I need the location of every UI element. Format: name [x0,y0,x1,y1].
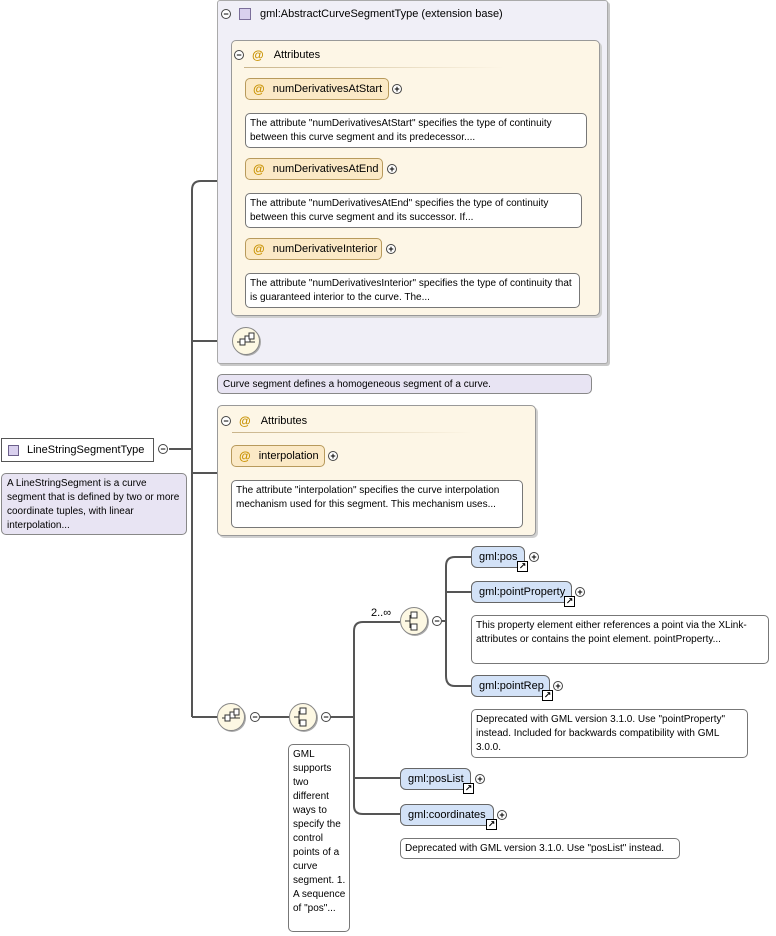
attribute-name: numDerivativeInterior [272,243,378,255]
inherited-attributes-header: − @ Attributes [234,48,320,62]
attribute-numDerivativeInterior[interactable]: @ numDerivativeInterior [245,238,382,260]
reference-link-icon[interactable]: ↗ [486,819,497,830]
inner-choice-compositor[interactable] [400,607,428,635]
sequence-icon [222,708,240,722]
collapse-extension-button[interactable]: − [221,9,231,19]
attribute-name: interpolation [258,450,319,462]
attribute-documentation: The attribute "numDerivativesInterior" s… [245,273,580,308]
attribute-numDerivativesAtStart[interactable]: @ numDerivativesAtStart [245,78,389,100]
attribute-icon: @ [253,82,265,96]
element-documentation: This property element either references … [471,615,769,664]
complex-type-icon [8,444,19,456]
expand-element-button[interactable]: + [497,810,507,820]
attributes-label: Attributes [273,49,321,61]
choice-compositor[interactable] [289,703,317,731]
complex-type-icon [239,8,251,20]
reference-link-icon[interactable]: ↗ [517,561,528,572]
element-gml-pointRep[interactable]: gml:pointRep [471,675,550,697]
attribute-icon: @ [239,449,251,463]
attribute-numDerivativesAtEnd[interactable]: @ numDerivativesAtEnd [245,158,383,180]
attribute-documentation: The attribute "interpolation" specifies … [231,480,523,528]
choice-documentation: GML supports two different ways to speci… [288,744,350,932]
attribute-icon: @ [253,162,265,176]
expand-attribute-button[interactable]: + [392,84,402,94]
reference-link-icon[interactable]: ↗ [463,783,474,794]
expand-attribute-button[interactable]: + [387,164,397,174]
root-type-box[interactable]: LineStringSegmentType [1,438,154,462]
header-divider [232,432,472,433]
attribute-name: numDerivativesAtEnd [272,163,379,175]
extension-header: − gml:AbstractCurveSegmentType (extensio… [221,8,503,20]
attributes-header: − @ Attributes [221,414,307,428]
reference-link-icon[interactable]: ↗ [564,596,575,607]
element-name: gml:pointProperty [479,586,566,598]
reference-link-icon[interactable]: ↗ [542,690,553,701]
collapse-choice-button[interactable]: − [321,712,331,722]
attribute-documentation: The attribute "numDerivativesAtEnd" spec… [245,193,582,228]
collapse-attributes-button[interactable]: − [221,416,231,426]
attribute-icon: @ [239,414,251,428]
collapse-inner-choice-button[interactable]: − [432,616,442,626]
expand-element-button[interactable]: + [475,774,485,784]
collapse-root-button[interactable]: − [158,444,168,454]
attribute-icon: @ [252,48,264,62]
sequence-compositor[interactable] [232,327,260,355]
root-documentation: A LineStringSegment is a curve segment t… [1,473,187,535]
element-documentation: Deprecated with GML version 3.1.0. Use "… [400,838,680,859]
attribute-documentation: The attribute "numDerivativesAtStart" sp… [245,113,587,148]
extension-header-label: gml:AbstractCurveSegmentType (extension … [260,8,503,20]
element-gml-posList[interactable]: gml:posList [400,768,471,790]
element-gml-pointProperty[interactable]: gml:pointProperty [471,581,572,603]
choice-icon [405,611,418,631]
attribute-icon: @ [253,242,265,256]
header-divider [244,67,504,68]
sequence-icon [237,332,255,346]
multiplicity-label: 2..∞ [371,607,392,619]
element-gml-pos[interactable]: gml:pos [471,546,525,568]
expand-attribute-button[interactable]: + [328,451,338,461]
content-sequence-compositor[interactable] [217,703,245,731]
attribute-interpolation[interactable]: @ interpolation [231,445,325,467]
element-name: gml:coordinates [408,809,486,821]
extension-documentation: Curve segment defines a homogeneous segm… [217,374,592,394]
collapse-sequence-button[interactable]: − [250,712,260,722]
collapse-attributes-button[interactable]: − [234,50,244,60]
expand-element-button[interactable]: + [529,552,539,562]
root-type-name: LineStringSegmentType [27,444,145,456]
attribute-name: numDerivativesAtStart [272,83,383,95]
element-name: gml:pointRep [479,680,544,692]
expand-attribute-button[interactable]: + [386,244,396,254]
choice-icon [294,707,307,727]
element-name: gml:pos [479,551,518,563]
expand-element-button[interactable]: + [575,587,585,597]
element-documentation: Deprecated with GML version 3.1.0. Use "… [471,709,748,758]
attributes-label: Attributes [260,415,308,427]
expand-element-button[interactable]: + [553,681,563,691]
element-gml-coordinates[interactable]: gml:coordinates [400,804,494,826]
element-name: gml:posList [408,773,464,785]
